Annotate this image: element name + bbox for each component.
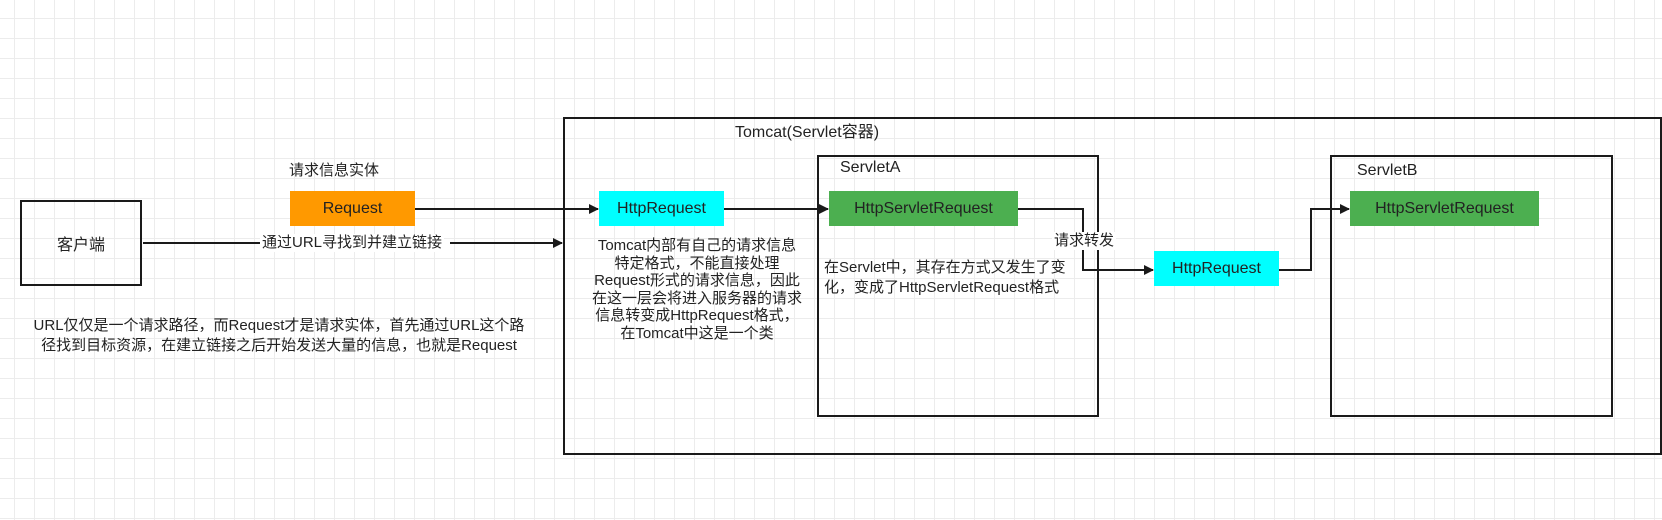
- tomcat-title: Tomcat(Servlet容器): [735, 124, 880, 141]
- tomcat-note-line: Request形式的请求信息，因此: [594, 272, 800, 289]
- tomcat-http-request-node: HttpRequest: [599, 191, 724, 226]
- servlet-a-request-label: HttpServletRequest: [854, 199, 993, 217]
- servlet-note: 在Servlet中，其存在方式又发生了变 化，变成了HttpServletReq…: [824, 258, 1079, 298]
- url-note: URL仅仅是一个请求路径，而Request才是请求实体，首先通过URL这个路 径…: [14, 316, 544, 356]
- servlet-b-container: [1330, 155, 1613, 417]
- request-label: Request: [322, 199, 383, 217]
- servlet-a-request-node: HttpServletRequest: [829, 191, 1018, 226]
- request-node: Request: [290, 191, 415, 226]
- servlet-b-request-label: HttpServletRequest: [1375, 199, 1514, 217]
- servlet-note-line: 在Servlet中，其存在方式又发生了变: [824, 259, 1066, 276]
- servlet-b-request-node: HttpServletRequest: [1350, 191, 1539, 226]
- forward-http-request-label: HttpRequest: [1172, 259, 1261, 277]
- client-label: 客户端: [56, 237, 105, 254]
- tomcat-note-line: 信息转变成HttpRequest格式，: [595, 307, 799, 324]
- servlet-a-container: [817, 155, 1099, 417]
- tomcat-note-line: 在Tomcat中这是一个类: [620, 324, 774, 342]
- servlet-a-title: ServletA: [840, 159, 901, 176]
- tomcat-container: [563, 117, 1662, 455]
- url-note-line: 径找到目标资源，在建立链接之后开始发送大量的信息，也就是Request: [41, 337, 517, 354]
- tomcat-note: Tomcat内部有自己的请求信息 特定格式，不能直接处理 Request形式的请…: [578, 237, 816, 342]
- tomcat-note-line: 在这一层会将进入服务器的请求: [591, 289, 802, 307]
- servlet-b-title: ServletB: [1357, 162, 1418, 179]
- client-node: 客户端: [20, 200, 142, 286]
- servlet-note-line: 化，变成了HttpServletRequest格式: [824, 279, 1060, 296]
- arrow-forward-to-servlet-b: [1279, 204, 1350, 271]
- request-entity-label: 请求信息实体: [289, 162, 380, 179]
- forward-label: 请求转发: [1052, 232, 1117, 250]
- url-note-line: URL仅仅是一个请求路径，而Request才是请求实体，首先通过URL这个路: [33, 317, 525, 334]
- tomcat-http-request-label: HttpRequest: [617, 199, 706, 217]
- url-link-label: 通过URL寻找到并建立链接: [260, 234, 445, 252]
- forward-http-request-node: HttpRequest: [1154, 251, 1279, 286]
- tomcat-note-line: 特定格式，不能直接处理: [614, 254, 780, 272]
- tomcat-note-line: Tomcat内部有自己的请求信息: [597, 237, 797, 254]
